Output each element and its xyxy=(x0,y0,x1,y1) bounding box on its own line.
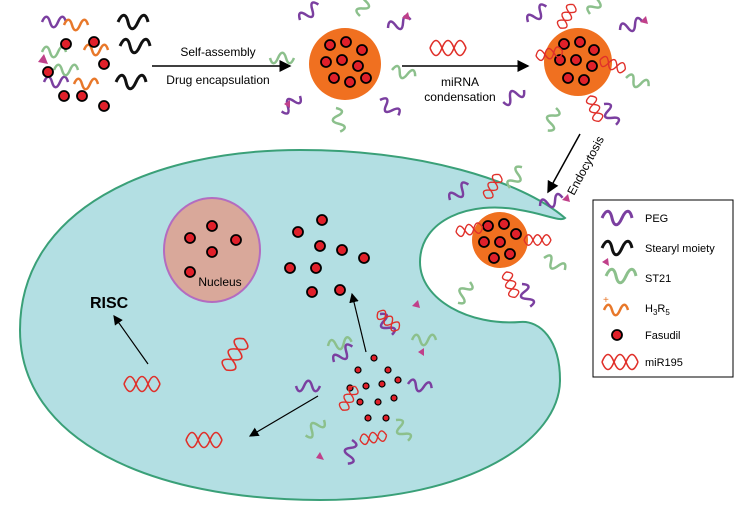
arrow-to-mirna xyxy=(248,395,319,437)
self-assembly-label: Self-assembly xyxy=(180,45,255,59)
fasudil-legend-icon xyxy=(611,329,623,341)
legend-stearyl-label: Stearyl moiety xyxy=(645,243,715,255)
mirna-micelle xyxy=(499,0,652,134)
free-mirna xyxy=(429,39,467,57)
free-components-group xyxy=(38,13,152,112)
h3r5-legend-icon: + xyxy=(602,295,630,317)
cell-body xyxy=(18,148,567,502)
arrow-endocytosis xyxy=(547,133,581,194)
arrow-to-fasudil xyxy=(349,292,367,353)
arrow-to-risc xyxy=(113,315,149,365)
drug-micelle xyxy=(268,0,418,134)
svg-text:+: + xyxy=(603,295,609,306)
endocytosis-label: Endocytosis xyxy=(564,134,607,198)
drug-encapsulation-label: Drug encapsulation xyxy=(166,73,269,87)
st21-legend-icon xyxy=(602,258,638,285)
endocytosed-micelle xyxy=(445,163,570,310)
legend-st21-label: ST21 xyxy=(645,273,671,285)
legend: PEG Stearyl moiety ST21 + H3R5 Fasudil m… xyxy=(592,199,734,378)
mirna-label: miRNA xyxy=(441,75,479,89)
legend-peg-label: PEG xyxy=(645,213,668,225)
risc-label: RISC xyxy=(90,295,129,312)
disassembled-micelle xyxy=(294,300,438,466)
legend-mir195-label: miR195 xyxy=(645,357,683,369)
legend-h3r5-label: H3R5 xyxy=(645,303,670,317)
condensation-label: condensation xyxy=(424,90,495,104)
nucleus-label: Nucleus xyxy=(198,275,241,289)
legend-fasudil-label: Fasudil xyxy=(645,330,680,342)
